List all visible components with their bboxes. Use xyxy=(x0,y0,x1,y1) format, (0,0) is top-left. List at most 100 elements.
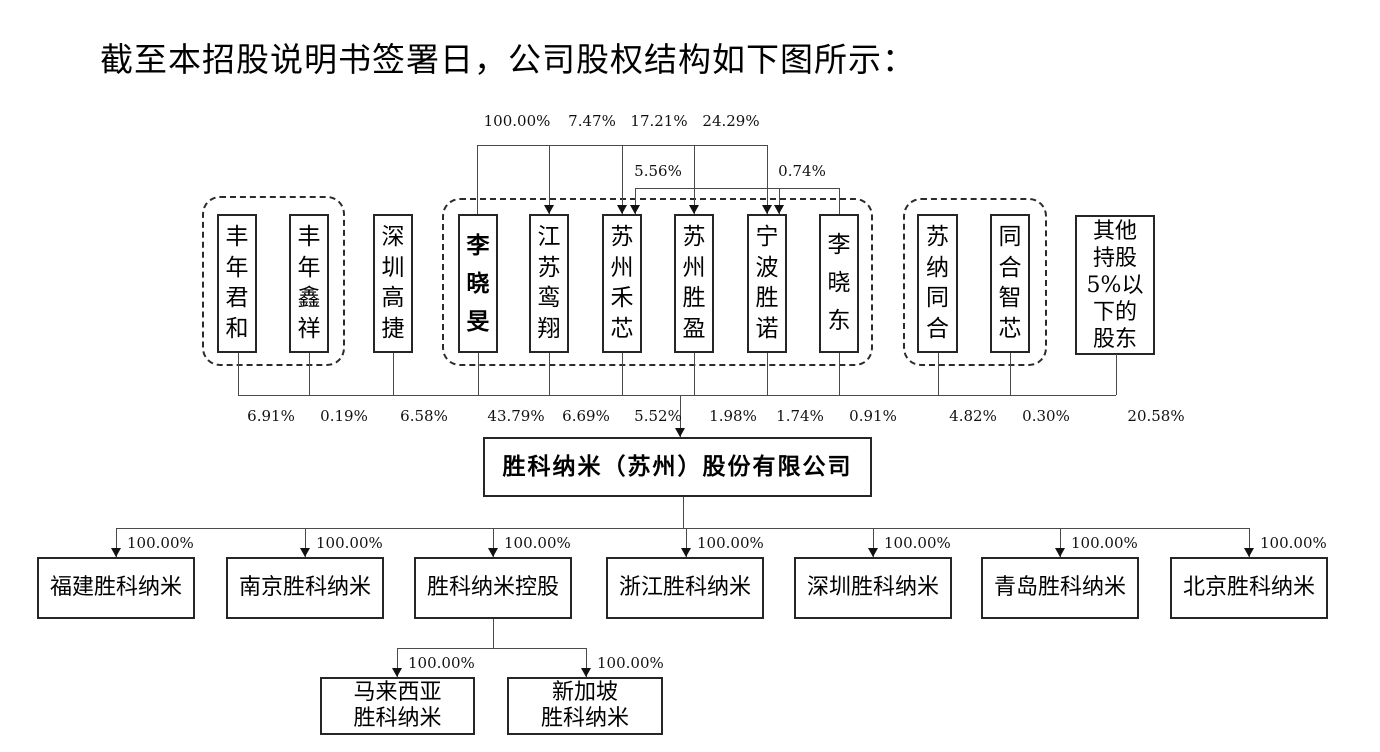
node-label-char: 旻 xyxy=(466,307,490,335)
node-label-char: 晓 xyxy=(827,269,851,296)
connector-line-vertical xyxy=(839,188,840,214)
dashed-group-lixiaomin-platforms xyxy=(442,198,873,366)
connector-line-vertical xyxy=(839,353,840,395)
node-label-char: 捷 xyxy=(381,315,405,342)
arrowhead-icon xyxy=(300,548,310,557)
connector-line-horizontal xyxy=(397,648,586,649)
arrowhead-icon xyxy=(868,548,878,557)
ownership-percentage-label: 24.29% xyxy=(702,112,760,130)
ownership-percentage-label: 6.58% xyxy=(400,407,448,425)
connector-line-vertical xyxy=(1249,528,1250,557)
node-label-char: 诺 xyxy=(755,315,779,342)
ownership-percentage-label: 100.00% xyxy=(408,654,475,672)
connector-line-vertical xyxy=(779,188,780,214)
connector-line-vertical xyxy=(1116,354,1117,395)
node-label-line: 持股 xyxy=(1092,245,1137,271)
arrowhead-icon xyxy=(544,205,554,214)
connector-line-vertical xyxy=(635,188,636,214)
node-singapore-shengke: 新加坡胜科纳米 xyxy=(507,677,663,735)
node-label-line: 5%以 xyxy=(1086,272,1144,298)
arrowhead-icon xyxy=(681,548,691,557)
connector-line-vertical xyxy=(493,619,494,648)
node-fujian-shengke: 福建胜科纳米 xyxy=(37,557,195,619)
connector-line-vertical xyxy=(1010,353,1011,395)
node-zhejiang-shengke: 浙江胜科纳米 xyxy=(606,557,764,619)
connector-line-vertical xyxy=(478,353,479,395)
connector-line-vertical xyxy=(477,145,478,214)
node-label-char: 晓 xyxy=(466,269,490,297)
node-label-char: 年 xyxy=(297,254,321,281)
ownership-percentage-label: 43.79% xyxy=(487,407,545,425)
connector-line-horizontal xyxy=(116,528,1249,529)
ownership-percentage-label: 100.00% xyxy=(1071,534,1138,552)
node-shengke-holdings: 胜科纳米控股 xyxy=(414,557,572,619)
connector-line-vertical xyxy=(309,353,310,395)
connector-line-vertical xyxy=(694,353,695,395)
node-suzhou-hexin: 苏州禾芯 xyxy=(602,214,642,353)
ownership-percentage-label: 17.21% xyxy=(630,112,688,130)
ownership-percentage-label: 20.58% xyxy=(1127,407,1185,425)
connector-line-vertical xyxy=(586,648,587,677)
arrowhead-icon xyxy=(488,548,498,557)
node-label-char: 州 xyxy=(682,254,706,281)
node-label-char: 胜 xyxy=(682,285,706,312)
arrowhead-icon xyxy=(581,668,591,677)
node-label-char: 丰 xyxy=(297,224,321,251)
node-label-char: 君 xyxy=(225,285,249,312)
node-label-char: 李 xyxy=(827,231,851,258)
node-label-char: 苏 xyxy=(537,254,561,281)
arrowhead-icon xyxy=(630,205,640,214)
node-shenzhen-shengke: 深圳胜科纳米 xyxy=(794,557,952,619)
connector-line-vertical xyxy=(680,395,681,437)
page-title: 截至本招股说明书签署日，公司股权结构如下图所示： xyxy=(100,40,916,79)
ownership-percentage-label: 7.47% xyxy=(568,112,616,130)
node-li-xiaomin: 李晓旻 xyxy=(458,214,498,353)
connector-line-vertical xyxy=(549,353,550,395)
node-label-char: 州 xyxy=(610,254,634,281)
arrowhead-icon xyxy=(689,205,699,214)
node-nanjing-shengke: 南京胜科纳米 xyxy=(226,557,384,619)
connector-line-vertical xyxy=(767,145,768,214)
connector-line-vertical xyxy=(694,145,695,214)
ownership-percentage-label: 1.74% xyxy=(776,407,824,425)
ownership-percentage-label: 100.00% xyxy=(127,534,194,552)
node-li-xiaodong: 李晓东 xyxy=(819,214,859,353)
node-label-line: 股东 xyxy=(1092,326,1137,352)
node-qingdao-shengke: 青岛胜科纳米 xyxy=(981,557,1139,619)
arrowhead-icon xyxy=(675,428,685,437)
connector-line-vertical xyxy=(938,353,939,395)
node-malaysia-shengke: 马来西亚胜科纳米 xyxy=(320,677,475,735)
connector-line-vertical xyxy=(1060,528,1061,557)
ownership-percentage-label: 100.00% xyxy=(697,534,764,552)
node-label-char: 鑫 xyxy=(297,285,321,312)
node-label-char: 同 xyxy=(998,224,1022,251)
node-label-line: 下的 xyxy=(1092,299,1137,325)
connector-line-vertical xyxy=(305,528,306,557)
node-label-char: 波 xyxy=(755,254,779,281)
node-suna-tonghe: 苏纳同合 xyxy=(917,214,958,353)
node-label-char: 禾 xyxy=(610,285,634,312)
node-beijing-shengke: 北京胜科纳米 xyxy=(1170,557,1328,619)
node-label-char: 同 xyxy=(926,285,949,312)
node-label-char: 深 xyxy=(381,224,405,251)
connector-line-vertical xyxy=(622,145,623,214)
node-label-char: 盈 xyxy=(682,315,706,342)
node-label-char: 年 xyxy=(225,254,249,281)
node-jiangsu-luanxiang: 江苏鸾翔 xyxy=(529,214,569,353)
node-label-char: 芯 xyxy=(610,315,634,342)
node-label-char: 芯 xyxy=(998,315,1022,342)
arrowhead-icon xyxy=(111,548,121,557)
node-shenzhen-gaojie: 深圳高捷 xyxy=(373,214,413,353)
node-suzhou-shengying: 苏州胜盈 xyxy=(674,214,714,353)
node-label-char: 丰 xyxy=(225,224,249,251)
ownership-percentage-label: 4.82% xyxy=(949,407,997,425)
ownership-percentage-label: 100.00% xyxy=(1260,534,1327,552)
arrowhead-icon xyxy=(617,205,627,214)
arrowhead-icon xyxy=(1055,548,1065,557)
connector-line-vertical xyxy=(686,528,687,557)
ownership-percentage-label: 0.74% xyxy=(778,162,826,180)
connector-line-vertical xyxy=(397,648,398,677)
connector-line-vertical xyxy=(493,528,494,557)
